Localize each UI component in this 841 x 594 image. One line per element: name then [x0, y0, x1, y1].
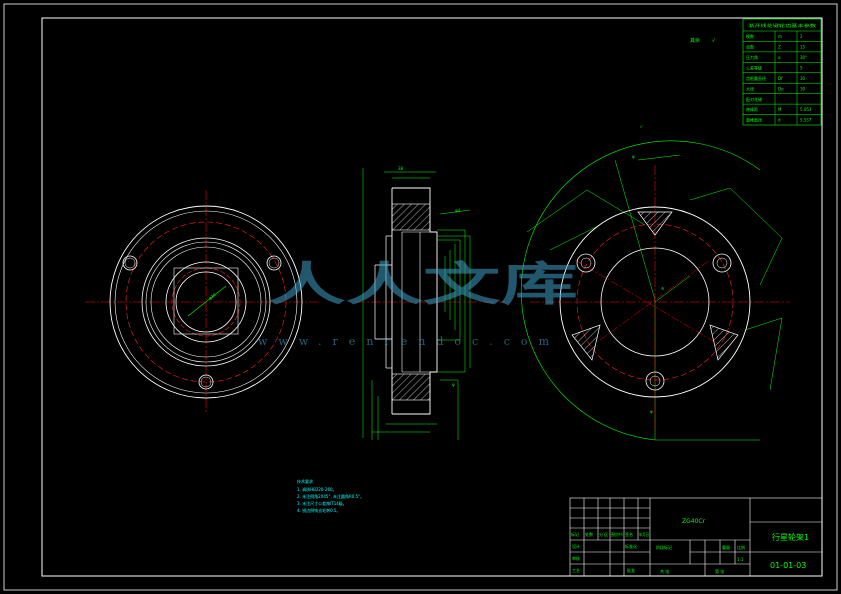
- svg-text:φ: φ: [632, 154, 635, 159]
- param-cell: 模数: [746, 33, 754, 39]
- watermark-url: www.renrendoc.com: [258, 335, 558, 348]
- param-cell: 齿根圆直径: [746, 75, 766, 81]
- param-cell: Df: [778, 76, 783, 81]
- carrier-lug-right: [709, 324, 739, 361]
- param-cell: 配对花键: [746, 96, 762, 102]
- svg-text:√: √: [712, 38, 716, 44]
- tb-std: 标准化: [625, 543, 637, 549]
- svg-text:38: 38: [398, 166, 404, 171]
- left-bolt-hole-bottom: [198, 374, 214, 390]
- tb-approve: 批准: [627, 567, 635, 573]
- tb-scale: 比例: [737, 544, 745, 550]
- tb-row-review: 审核: [572, 555, 580, 561]
- tech-req-line-2: 2. 未注倒角2X45°, 未注圆角R0.5°。: [297, 493, 364, 499]
- tb-header-change-doc: 更改文件号: [611, 531, 623, 537]
- tb-scale-value: 1:1: [737, 557, 744, 562]
- tb-stage: 阶段标记: [656, 544, 672, 550]
- hatch-top: [391, 203, 431, 231]
- svg-text:√: √: [640, 124, 643, 129]
- carrier-pin-hole-right: [712, 253, 732, 273]
- param-cell: 30: [800, 86, 806, 91]
- param-cell: α: [778, 55, 781, 60]
- param-cell: 15: [800, 45, 806, 50]
- tb-row-design: 设计: [572, 543, 580, 549]
- hatch-bottom: [391, 373, 431, 401]
- param-cell: 2: [800, 34, 803, 39]
- carrier-pin-hole-left: [576, 253, 596, 273]
- tb-part-name: 行星轮架1: [772, 532, 809, 542]
- tb-drawing-no: 01-01-03: [770, 561, 806, 570]
- param-cell: 量棒直径: [746, 117, 762, 123]
- param-cell: 30: [800, 76, 806, 81]
- watermark-text: 人人文库: [268, 257, 578, 311]
- param-cell: 齿数: [746, 44, 754, 50]
- param-cell: 5: [800, 65, 803, 70]
- param-cell: d: [778, 118, 781, 123]
- param-cell: 压力角: [746, 54, 758, 60]
- tb-sheet-no: 第 张: [715, 568, 724, 574]
- watermark: 人人文库 www.renrendoc.com: [258, 257, 578, 348]
- carrier-lug-top: [637, 211, 673, 236]
- outer-border: [3, 3, 838, 591]
- tech-req-line-1: 1. 调质HB220-260。: [297, 486, 337, 492]
- param-cell: 大径: [746, 85, 754, 91]
- tb-material: ZG40Cr: [682, 518, 706, 525]
- tb-header-date: 年月日: [639, 531, 649, 537]
- tb-sheets-total: 共 张: [660, 568, 669, 574]
- roughness-note: 其余: [690, 37, 700, 44]
- param-cell: De: [778, 86, 784, 91]
- svg-text:φ: φ: [452, 382, 455, 387]
- tb-header-count: 处数: [585, 531, 593, 537]
- param-table-title: 渐开线花键轮齿基本参数: [748, 22, 816, 28]
- left-view: φ30: [85, 190, 320, 412]
- title-block: [569, 497, 823, 577]
- svg-text:φ: φ: [660, 285, 665, 291]
- param-table: 渐开线花键轮齿基本参数 模数 m 2 齿数 Z 15 压力角 α 30° 公差等级 5 齿根圆直径 Df…: [742, 18, 822, 126]
- left-bolt-hole-right: [266, 255, 282, 271]
- svg-text:φ4: φ4: [455, 208, 461, 213]
- right-view: φ φ φ: [520, 140, 790, 441]
- param-cell: 跨棒距: [746, 106, 758, 112]
- tech-req-line-4: 4. 锐边倒钝去毛刺0.5。: [297, 507, 340, 513]
- carrier-pin-hole-bottom: [645, 371, 665, 391]
- inner-frame: [41, 17, 823, 577]
- tb-row-process: 工艺: [572, 568, 580, 573]
- param-cell: M: [778, 107, 782, 112]
- tb-header-zone: 分 区: [599, 531, 608, 537]
- carrier-lug-left: [571, 324, 601, 361]
- param-cell: 5.557: [800, 118, 812, 123]
- tb-weight: 重量: [722, 544, 730, 550]
- param-cell: m: [778, 34, 782, 39]
- tech-requirements: 技术要求 1. 调质HB220-260。 2. 未注倒角2X45°, 未注圆角R…: [297, 478, 364, 513]
- param-cell: 5.053: [800, 107, 812, 112]
- param-cell: 30°: [800, 55, 807, 60]
- svg-text:φ30: φ30: [208, 292, 218, 301]
- param-cell: Z: [778, 45, 781, 50]
- tb-header-mark: 标记: [571, 531, 579, 537]
- tech-req-line-3: 3. 未注尺寸公差按IT14级。: [297, 500, 347, 506]
- tech-req-title: 技术要求: [297, 478, 313, 484]
- left-bolt-hole-left: [122, 255, 138, 271]
- param-cell: 公差等级: [746, 64, 762, 70]
- section-view: φ4 38 φ: [355, 166, 505, 440]
- svg-text:φ: φ: [650, 409, 653, 414]
- tb-header-sign: 签名: [625, 531, 633, 537]
